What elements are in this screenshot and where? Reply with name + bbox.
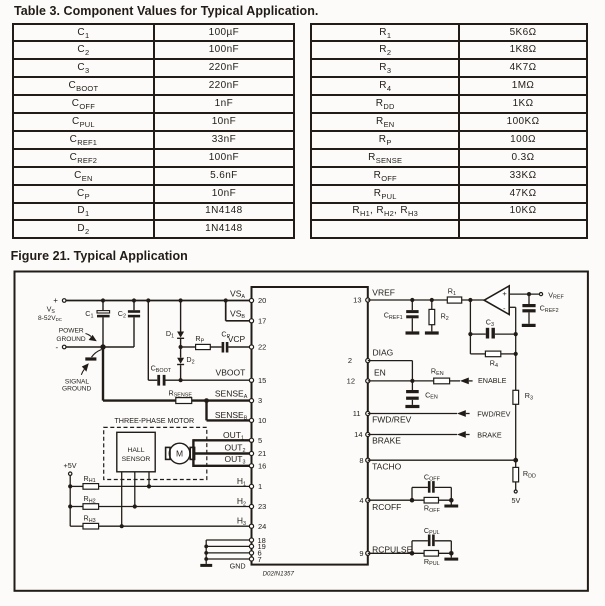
svg-text:REN: REN — [431, 367, 444, 377]
svg-text:SENSOR: SENSOR — [122, 456, 151, 463]
svg-text:VCP: VCP — [228, 334, 246, 344]
svg-text:DIAG: DIAG — [373, 348, 394, 358]
svg-text:OUT3: OUT3 — [225, 454, 246, 466]
svg-text:BRAKE: BRAKE — [372, 436, 401, 446]
svg-text:VBOOT: VBOOT — [216, 368, 246, 378]
svg-text:ROFF: ROFF — [424, 504, 441, 514]
svg-text:RP: RP — [195, 334, 204, 345]
svg-text:12: 12 — [347, 377, 355, 386]
svg-text:RH1: RH1 — [84, 474, 96, 484]
svg-text:OUT1: OUT1 — [223, 430, 244, 442]
svg-text:H3: H3 — [237, 516, 246, 528]
svg-text:17: 17 — [258, 316, 266, 325]
svg-text:-: - — [503, 304, 506, 313]
svg-text:FWD/REV: FWD/REV — [372, 415, 412, 425]
svg-text:16: 16 — [258, 461, 266, 470]
svg-text:RSENSE: RSENSE — [169, 388, 193, 398]
svg-text:COFF: COFF — [424, 472, 441, 482]
svg-text:23: 23 — [258, 502, 266, 511]
svg-text:ENABLE: ENABLE — [478, 376, 507, 385]
svg-text:HALL: HALL — [127, 447, 144, 454]
svg-text:R3: R3 — [525, 391, 533, 402]
svg-text:H1: H1 — [237, 476, 246, 488]
svg-text:+5V: +5V — [64, 461, 77, 470]
svg-text:4: 4 — [359, 496, 363, 505]
svg-text:C3: C3 — [486, 317, 494, 328]
svg-text:8-52VDC: 8-52VDC — [38, 315, 62, 322]
svg-text:20: 20 — [258, 296, 266, 305]
svg-text:R2: R2 — [441, 312, 449, 323]
svg-text:D02IN1357: D02IN1357 — [263, 571, 295, 578]
svg-text:1: 1 — [258, 482, 262, 491]
svg-text:D2: D2 — [186, 355, 194, 366]
svg-text:14: 14 — [354, 430, 362, 439]
svg-text:CEN: CEN — [425, 390, 438, 400]
svg-text:15: 15 — [258, 376, 266, 385]
svg-text:9: 9 — [359, 549, 363, 558]
svg-text:RH3: RH3 — [84, 514, 96, 524]
svg-text:VSB: VSB — [230, 309, 245, 321]
svg-text:TACHO: TACHO — [372, 461, 402, 471]
svg-text:VREF: VREF — [372, 287, 395, 297]
svg-text:OUT2: OUT2 — [225, 443, 246, 455]
svg-text:10: 10 — [258, 416, 266, 425]
svg-text:GROUND: GROUND — [62, 386, 92, 393]
svg-text:13: 13 — [353, 296, 361, 305]
svg-text:7: 7 — [258, 555, 262, 564]
svg-text:R1: R1 — [448, 287, 456, 298]
svg-text:VSA: VSA — [230, 288, 245, 300]
svg-text:FWD/REV: FWD/REV — [477, 410, 510, 419]
svg-text:CREF2: CREF2 — [540, 304, 559, 314]
svg-text:18: 18 — [258, 536, 266, 545]
svg-text:CREF1: CREF1 — [384, 311, 403, 321]
svg-text:H2: H2 — [237, 496, 246, 508]
svg-text:5: 5 — [258, 436, 262, 445]
svg-text:THREE-PHASE MOTOR: THREE-PHASE MOTOR — [114, 416, 194, 425]
svg-text:VREF: VREF — [548, 290, 564, 300]
svg-text:22: 22 — [258, 343, 266, 352]
svg-text:SIGNAL: SIGNAL — [65, 379, 90, 386]
svg-text:EN: EN — [374, 368, 386, 378]
svg-text:SENSEA: SENSEA — [215, 388, 248, 400]
svg-text:24: 24 — [258, 522, 266, 531]
svg-text:-: - — [55, 343, 58, 352]
svg-text:8: 8 — [359, 456, 363, 465]
svg-text:C1: C1 — [85, 309, 93, 320]
svg-text:POWER: POWER — [59, 327, 84, 334]
svg-text:+: + — [502, 289, 507, 298]
svg-text:CP: CP — [221, 330, 230, 341]
svg-text:+: + — [53, 296, 58, 305]
svg-text:21: 21 — [258, 449, 266, 458]
svg-text:11: 11 — [353, 409, 361, 418]
svg-text:RCOFF: RCOFF — [372, 502, 401, 512]
svg-text:GROUND: GROUND — [56, 336, 86, 343]
svg-text:CBOOT: CBOOT — [151, 364, 172, 374]
svg-text:BRAKE: BRAKE — [477, 431, 502, 440]
svg-text:5V: 5V — [512, 496, 521, 505]
svg-text:R4: R4 — [490, 358, 498, 369]
svg-text:C2: C2 — [118, 309, 126, 320]
svg-text:M: M — [176, 449, 183, 459]
svg-text:2: 2 — [348, 356, 352, 365]
svg-text:6: 6 — [258, 549, 262, 558]
svg-text:D1: D1 — [166, 329, 174, 340]
svg-text:SENSEB: SENSEB — [215, 410, 248, 422]
svg-text:CPUL: CPUL — [424, 526, 440, 536]
svg-text:VS: VS — [47, 305, 56, 315]
svg-text:RDD: RDD — [523, 469, 536, 479]
svg-text:RH2: RH2 — [84, 494, 96, 504]
svg-text:RPUL: RPUL — [424, 557, 440, 567]
svg-text:RCPULSE: RCPULSE — [372, 544, 412, 554]
svg-text:3: 3 — [258, 396, 262, 405]
svg-text:GND: GND — [230, 562, 246, 571]
svg-text:19: 19 — [258, 542, 266, 551]
